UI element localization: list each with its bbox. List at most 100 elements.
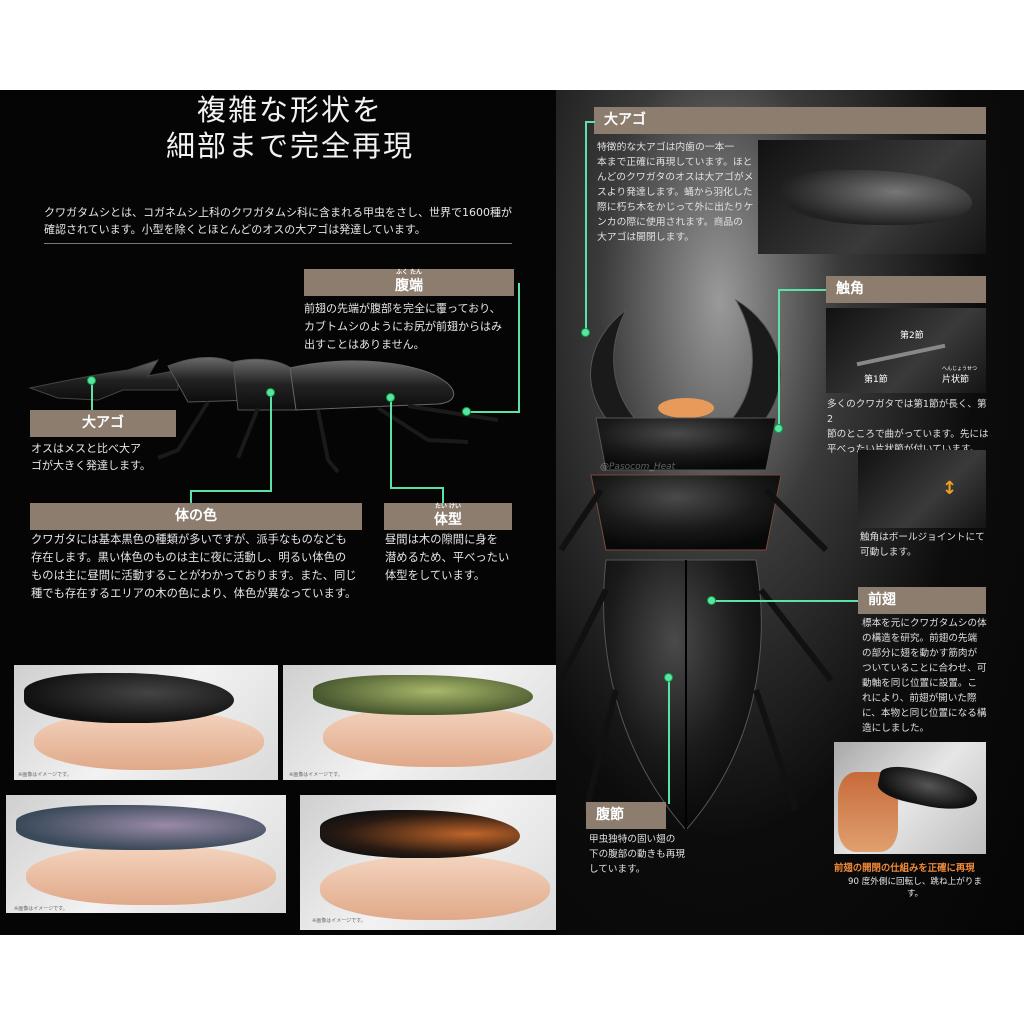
- beetle-black: [24, 673, 234, 723]
- beetle-iridescent: [16, 805, 266, 850]
- text-line: 潜めるため、平べったい: [385, 551, 510, 564]
- elytra: [289, 360, 455, 411]
- text-line: 平べったい片状節が付いています。: [827, 442, 992, 457]
- text-line: れにより、前翅が開いた際: [862, 693, 977, 704]
- leader-line: [270, 392, 272, 492]
- text-line: 体型をしています。: [385, 569, 486, 582]
- ruby-taikei: たい けい: [434, 503, 462, 510]
- hand-photo-1: ※画像はイメージです。: [14, 665, 278, 780]
- legs: [157, 400, 499, 474]
- leader-dot: [386, 393, 395, 402]
- antenna-node2-label: 第2節: [900, 331, 924, 341]
- leader-dot: [581, 328, 590, 337]
- leader-line: [778, 289, 826, 291]
- text-line: ついていることに合わせ、可: [862, 663, 987, 674]
- leader-dot: [462, 407, 471, 416]
- text-line: 節のところで曲がっています。先には: [827, 429, 989, 440]
- watermark: @Pasocom_Heat: [600, 462, 676, 472]
- text-line: 昼間は木の隙間に身を: [385, 533, 498, 546]
- leader-line: [518, 283, 520, 413]
- leader-line: [190, 490, 192, 506]
- fukusetsu-description: 甲虫独特の固い翅の 下の腹部の動きも再現 しています。: [589, 832, 719, 877]
- text-line: に、本物と同じ位置になる構: [862, 708, 987, 719]
- photo-note: ※画像はイメージです。: [289, 772, 343, 778]
- text-line: ものは主に昼間に活動することがわかっております。また、同じ: [31, 569, 357, 582]
- leader-line: [190, 490, 272, 492]
- leader-line: [390, 487, 444, 489]
- leader-line: [466, 411, 520, 413]
- leader-dot: [707, 596, 716, 605]
- oago-closeup-photo: [758, 140, 986, 254]
- text-line: しています。: [589, 864, 646, 875]
- text-line: 存在します。黒い体色のものは主に夜に活動し、明るい体色の: [31, 551, 347, 564]
- text-line: 特徴的な大アゴは内歯の一本一: [597, 142, 735, 153]
- fukutan-description: 前翅の先端が腹部を完全に覆っており、 カブトムシのようにお尻が前翅からはみ 出す…: [304, 300, 524, 354]
- text-line: 可動します。: [860, 547, 917, 558]
- text-line: ンカの際に使用されます。商品の: [597, 217, 743, 228]
- hand-photo-4: ※画像はイメージです。: [300, 795, 558, 930]
- text-line: 標本を元にクワガタムシの体: [862, 618, 987, 629]
- beetle-top-photo: [558, 298, 834, 831]
- intro-line: 確認されています。小型を除くとほとんどのオスの大アゴは発達しています。: [44, 223, 426, 236]
- photo-note: ※画像はイメージです。: [14, 906, 68, 912]
- label-text: 体型: [434, 512, 462, 528]
- label-text: 腹端: [395, 278, 423, 294]
- label-oago-right: 大アゴ: [594, 107, 986, 134]
- text-line: オスはメスと比べ大ア: [31, 442, 141, 455]
- text-line: スより発達します。蛹から羽化した: [597, 187, 753, 198]
- leader-line: [585, 121, 595, 123]
- zenshi-caption: 90 度外側に回転し、跳ね上がります。: [848, 877, 982, 899]
- label-shokkaku: 触角: [826, 276, 986, 303]
- text-line: 本まで正確に再現しています。ほと: [597, 157, 753, 168]
- text-line: 種でも存在するエリアの木の色により、体色が異なっています。: [31, 587, 357, 600]
- text-line: カブトムシのようにお尻が前翅からはみ: [304, 320, 502, 333]
- beetle-orange: [320, 810, 520, 858]
- zenshi-description: 標本を元にクワガタムシの体 の構造を研究。前翅の先端 の部分に翅を動かす筋肉が …: [862, 616, 992, 736]
- shokkaku-joint-description: 触角はボールジョイントにて 可動します。: [860, 530, 1000, 560]
- antenna-photo: 第2節 第1節 へんじょうせつ 片状節: [826, 308, 986, 393]
- photo-note: ※画像はイメージです。: [312, 918, 366, 924]
- text-line: 際に朽ち木をかじって外に出たりケ: [597, 202, 754, 213]
- label-oago-left: 大アゴ: [30, 410, 176, 437]
- text-line: 下の腹部の動きも再現: [589, 849, 685, 860]
- antenna-shape: [856, 343, 946, 367]
- label-taikei: たい けい 体型: [384, 503, 512, 530]
- title-line-1: 複雑な形状を: [196, 93, 383, 127]
- antenna-joint-photo: ↕: [858, 450, 986, 528]
- wing-open-photo: [834, 742, 986, 854]
- text-line: ゴが大きく発達します。: [31, 459, 151, 472]
- leader-line: [442, 487, 444, 503]
- pronotum: [590, 474, 782, 551]
- joint-arrow-icon: ↕: [942, 478, 958, 499]
- label-karada-iro: 体の色: [30, 503, 362, 530]
- text-line: 大アゴは開閉します。: [597, 232, 694, 243]
- hand-photo-3: ※画像はイメージです。: [6, 795, 286, 913]
- leader-line: [390, 397, 392, 489]
- title-line-2: 細部まで完全再現: [165, 129, 414, 163]
- leader-dot: [664, 673, 673, 682]
- text-line: 多くのクワガタでは第1節が長く、第2: [827, 399, 987, 425]
- zenshi-caption-bold: 前翅の開閉の仕組みを正確に再現: [834, 863, 975, 874]
- text-line: んどのクワガタのオスは大アゴがメ: [597, 172, 754, 183]
- text-line: 造にしました。: [862, 723, 930, 734]
- legs: [558, 487, 834, 811]
- magazine-spread: 複雑な形状を 細部まで完全再現 クワガタムシとは、コガネムシ上科のクワガタムシ科…: [0, 90, 1024, 935]
- mandible: [28, 359, 179, 401]
- text-line: 出すことはありません。: [304, 338, 425, 351]
- ruby-fukutan: ふく たん: [395, 269, 423, 276]
- intro-line: クワガタムシとは、コガネムシ上科のクワガタムシ科に含まれる甲虫をさし、世界で16…: [44, 206, 512, 219]
- antenna-node1-label: 第1節: [864, 375, 888, 385]
- page-title: 複雑な形状を 細部まで完全再現: [130, 92, 450, 164]
- katajo-ruby: へんじょうせつ: [942, 366, 978, 372]
- text-line: 甲虫独特の固い翅の: [589, 834, 676, 845]
- text-line: クワガタには基本黒色の種類が多いですが、派手なものなども: [31, 533, 347, 546]
- leader-dot: [266, 388, 275, 397]
- hand-photo-2: ※画像はイメージです。: [283, 665, 558, 780]
- left-mandible: [590, 309, 637, 431]
- photo-note: ※画像はイメージです。: [18, 772, 72, 778]
- karada-iro-description: クワガタには基本黒色の種類が多いですが、派手なものなども 存在します。黒い体色の…: [31, 531, 371, 603]
- mouthparts: [658, 398, 714, 418]
- leader-dot: [774, 424, 783, 433]
- leader-line: [91, 380, 93, 412]
- beetle-side-photo: [28, 357, 499, 474]
